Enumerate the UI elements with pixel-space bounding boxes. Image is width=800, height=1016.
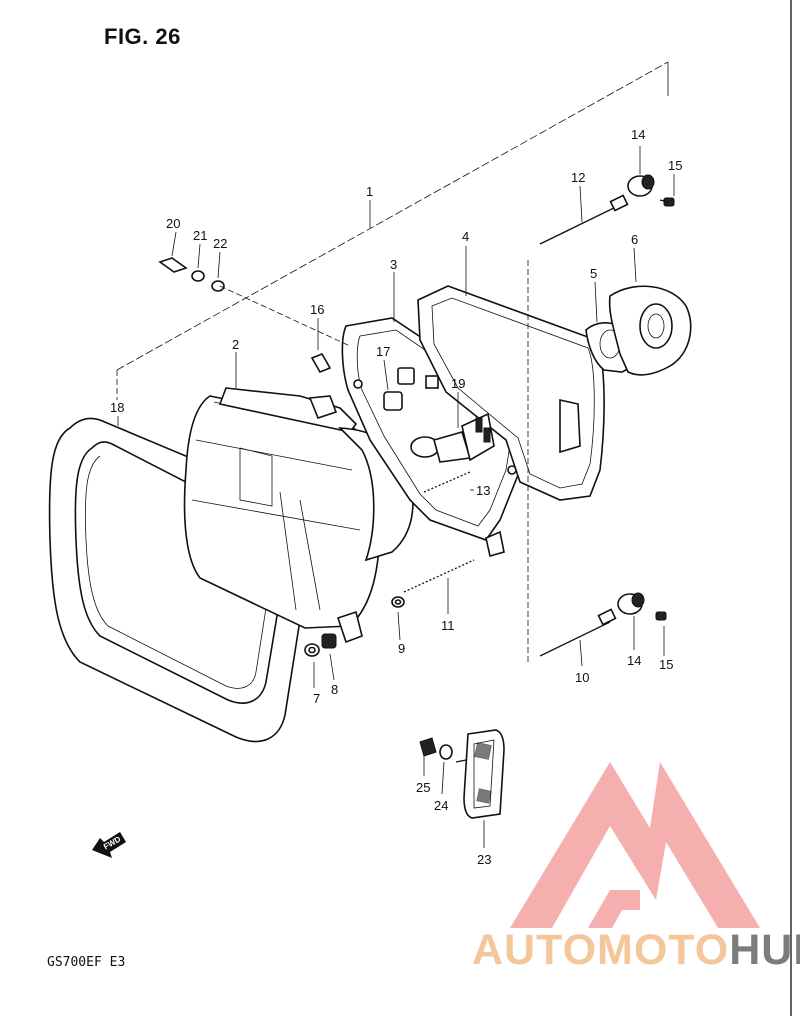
callout-18: 18 xyxy=(110,400,124,415)
callout-7: 7 xyxy=(313,691,320,706)
callout-20: 20 xyxy=(166,216,180,231)
adjusting-nut-upper xyxy=(627,174,675,207)
watermark-logo-icon xyxy=(510,762,760,928)
callout-10: 10 xyxy=(575,670,589,685)
watermark-text-part-2: HUB xyxy=(729,926,800,974)
callout-25: 25 xyxy=(416,780,430,795)
figure-title: FIG. 26 xyxy=(104,24,181,49)
callout-23: 23 xyxy=(477,852,491,867)
side-reflector xyxy=(419,729,505,819)
leader-lines xyxy=(117,146,675,848)
callout-19: 19 xyxy=(451,376,465,391)
callout-16: 16 xyxy=(310,302,324,317)
callout-4: 4 xyxy=(462,229,469,244)
assembly-bracket-lines xyxy=(116,61,669,400)
callout-5: 5 xyxy=(590,266,597,281)
callout-14-upper: 14 xyxy=(631,127,645,142)
model-code-label: GS700EF E3 xyxy=(47,955,126,970)
callout-11: 11 xyxy=(441,618,455,633)
adjusting-nut-lower xyxy=(617,592,667,621)
callout-13: 13 xyxy=(476,483,490,498)
callout-9: 9 xyxy=(398,641,405,656)
adjusting-springs xyxy=(403,471,475,593)
callout-12: 12 xyxy=(571,170,585,185)
callout-3: 3 xyxy=(390,257,397,272)
callout-2: 2 xyxy=(232,337,239,352)
sealed-beam-unit xyxy=(183,387,425,644)
callout-6: 6 xyxy=(631,232,638,247)
fwd-arrow-icon: FWD xyxy=(92,832,126,858)
small-fasteners xyxy=(158,257,405,657)
watermark-text-part-1: AUTOMOTO xyxy=(472,926,730,974)
watermark-brand-text: AUTOMOTOHUB xyxy=(472,926,800,975)
adjusting-screw-lower xyxy=(539,608,617,657)
headlight-bulb xyxy=(410,412,495,463)
callout-1: 1 xyxy=(366,184,373,199)
callout-22: 22 xyxy=(213,236,227,251)
adjusting-screw-upper xyxy=(539,194,629,245)
callout-8: 8 xyxy=(331,682,338,697)
callout-15-upper: 15 xyxy=(668,158,682,173)
callout-21: 21 xyxy=(193,228,207,243)
callout-24: 24 xyxy=(434,798,448,813)
callout-15-lower: 15 xyxy=(659,657,673,672)
socket-cap xyxy=(608,285,692,376)
callout-14-lower: 14 xyxy=(627,653,641,668)
callout-numbers: 1 2 3 4 5 6 7 8 9 10 11 12 13 14 14 15 1… xyxy=(110,127,682,867)
callout-17: 17 xyxy=(376,344,390,359)
